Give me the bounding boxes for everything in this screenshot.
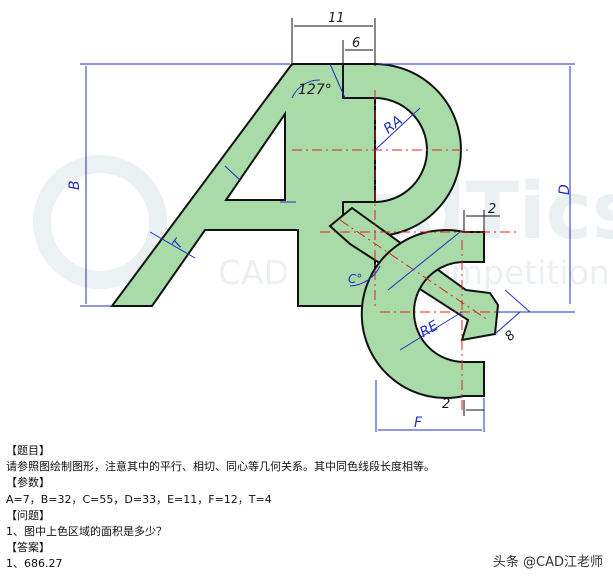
letter-c-hook bbox=[360, 229, 485, 399]
answer-text: 1、686.27 bbox=[6, 557, 63, 571]
dim-11: 11 bbox=[328, 11, 345, 26]
problem-text: 【题目】 请参照图绘制图形，注意其中的平行、相切、同心等几何关系。其中同色线段长… bbox=[6, 443, 606, 573]
dim-2-top: 2 bbox=[488, 202, 496, 217]
heading-answer: 【答案】 bbox=[6, 541, 50, 555]
cad-drawing: CadTics CAD digital competition bbox=[33, 11, 613, 432]
dim-8: 8 bbox=[502, 328, 518, 344]
letter-a-shape bbox=[110, 63, 376, 307]
parameter-values: A=7，B=32，C=55，D=33，E=11，F=12，T=4 bbox=[6, 492, 272, 506]
problem-statement: 请参照图绘制图形，注意其中的平行、相切、同心等几何关系。其中同色线段长度相等。 bbox=[6, 460, 435, 474]
heading-title: 【题目】 bbox=[6, 444, 50, 457]
dimension-lines-dark bbox=[291, 18, 500, 416]
dim-6: 6 bbox=[352, 36, 360, 51]
heading-question: 【问题】 bbox=[6, 508, 50, 522]
author-credit: 头条 @CAD江老师 bbox=[492, 555, 603, 570]
dim-2-bottom: 2 bbox=[442, 397, 450, 412]
dim-b: B bbox=[67, 180, 83, 190]
question-text: 1、图中上色区域的面积是多少？ bbox=[6, 525, 167, 539]
dim-f: F bbox=[414, 415, 423, 431]
dim-angle-127: 127° bbox=[298, 82, 332, 98]
heading-params: 【参数】 bbox=[6, 476, 50, 490]
dim-ra: RA bbox=[381, 113, 406, 137]
center-lines bbox=[292, 90, 530, 410]
dim-c-angle: C° bbox=[348, 272, 362, 286]
dimension-lines bbox=[80, 63, 575, 432]
gear-icon bbox=[33, 155, 167, 289]
dim-d: D bbox=[557, 184, 573, 195]
